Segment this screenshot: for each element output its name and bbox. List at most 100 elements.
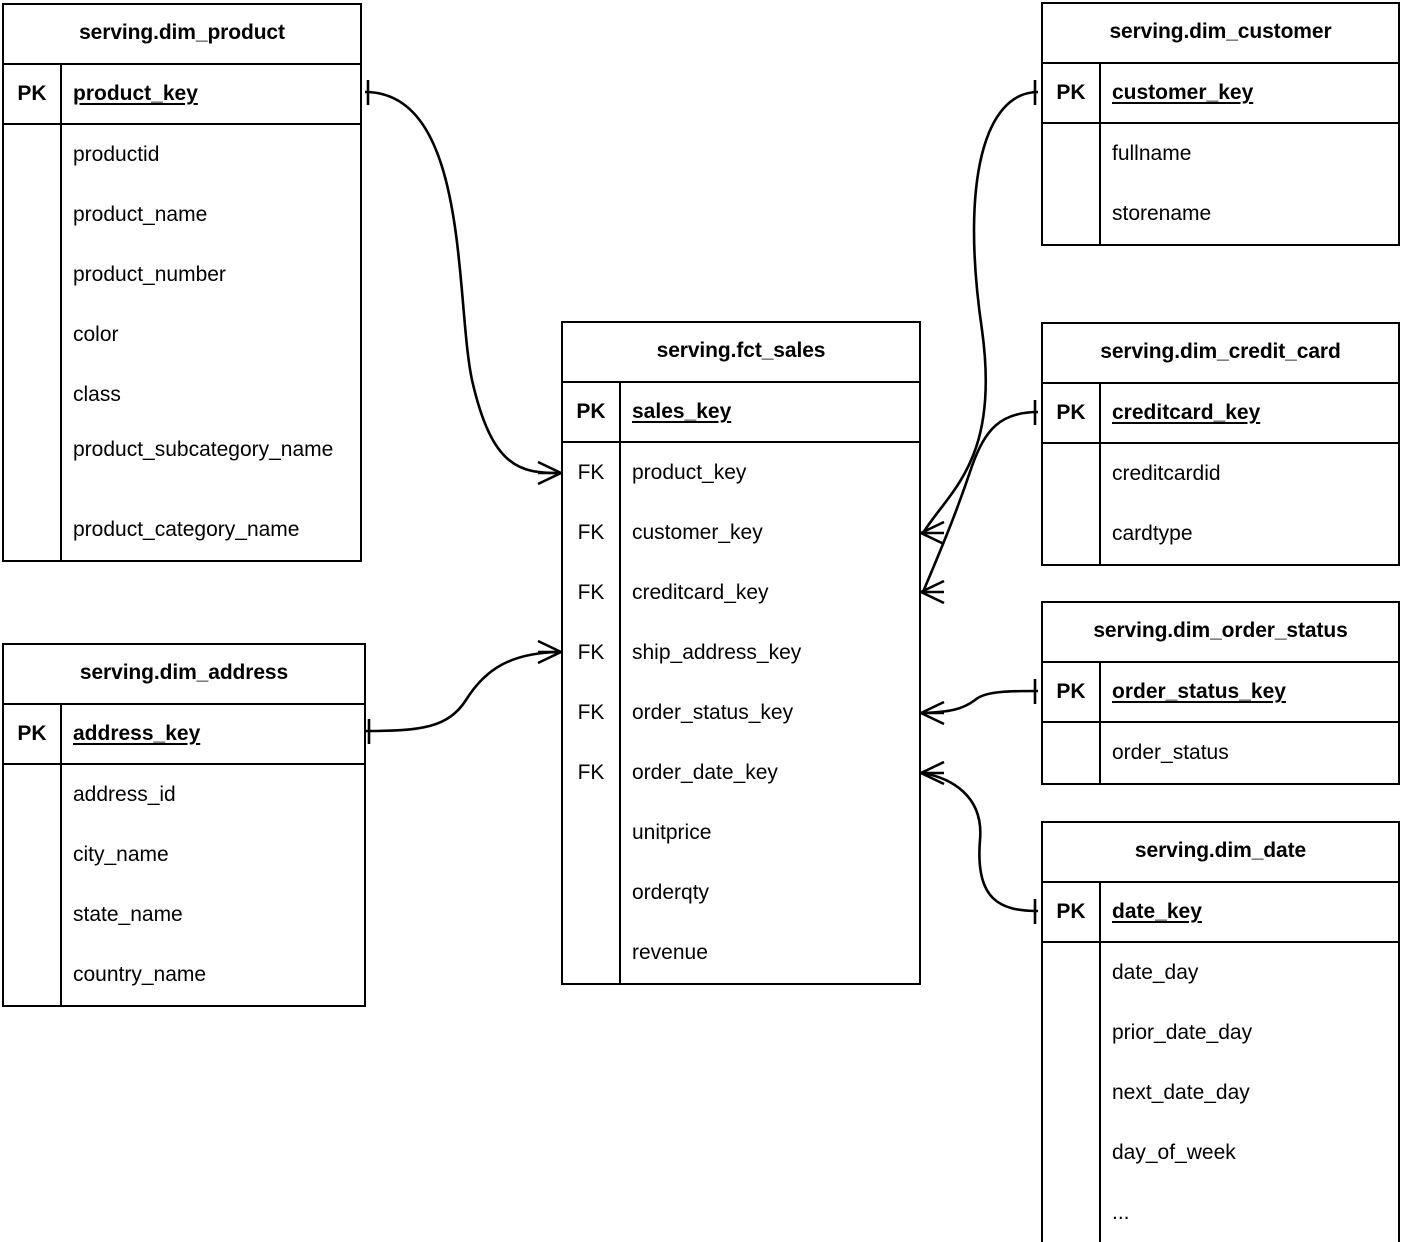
attribute-name: customer_key bbox=[632, 521, 763, 544]
crowfoot-many-product bbox=[537, 460, 562, 486]
attribute-marker-column bbox=[1043, 943, 1101, 1242]
attribute-name: city_name bbox=[73, 843, 169, 866]
attribute-name-column: creditcardid cardtype bbox=[1101, 444, 1398, 564]
entity-dim-customer[interactable]: serving.dim_customer PK customer_key ful… bbox=[1041, 2, 1400, 246]
fk-marker: FK bbox=[577, 461, 605, 484]
fk-marker: FK bbox=[577, 581, 605, 604]
attribute-marker bbox=[4, 425, 60, 500]
attribute-marker bbox=[563, 803, 619, 863]
attribute-name: class bbox=[73, 383, 121, 406]
pk-marker: PK bbox=[1043, 384, 1101, 442]
relationship-customer-sales bbox=[920, 80, 1039, 546]
attribute-name: order_status bbox=[1112, 741, 1229, 764]
crowfoot-many-orderstatus bbox=[920, 700, 945, 726]
pk-name: date_key bbox=[1112, 900, 1202, 923]
entity-dim-address[interactable]: serving.dim_address PK address_key addre… bbox=[2, 643, 366, 1007]
pk-marker: PK bbox=[1043, 883, 1101, 941]
entity-dim-credit-card[interactable]: serving.dim_credit_card PK creditcard_ke… bbox=[1041, 322, 1400, 566]
attribute-marker bbox=[4, 365, 60, 425]
attribute-name: product_category_name bbox=[73, 518, 300, 541]
relationship-orderstatus-sales bbox=[920, 679, 1039, 726]
attribute-marker bbox=[1043, 1123, 1099, 1183]
entity-title-dim-customer: serving.dim_customer bbox=[1043, 4, 1398, 64]
attribute-name: creditcardid bbox=[1112, 462, 1221, 485]
attribute-name: product_key bbox=[632, 461, 747, 484]
crowfoot-many-customer bbox=[920, 520, 945, 546]
entity-fct-sales[interactable]: serving.fct_sales PK sales_key FK FK FK … bbox=[561, 321, 921, 985]
pk-marker: PK bbox=[4, 65, 62, 123]
attribute-marker bbox=[4, 885, 60, 945]
attribute-marker bbox=[1043, 184, 1099, 244]
crowfoot-many-date bbox=[920, 760, 945, 786]
pk-row-dim-credit-card: PK creditcard_key bbox=[1043, 384, 1398, 444]
pk-row-dim-customer: PK customer_key bbox=[1043, 64, 1398, 124]
attribute-marker bbox=[1043, 1183, 1099, 1242]
attribute-name: day_of_week bbox=[1112, 1141, 1236, 1164]
attribute-name: fullname bbox=[1112, 142, 1192, 165]
crowfoot-many-creditcard bbox=[920, 579, 945, 605]
pk-marker: PK bbox=[1043, 663, 1101, 721]
attribute-name: date_day bbox=[1112, 961, 1199, 984]
attribute-block-dim-order-status: order_status bbox=[1043, 723, 1398, 783]
fk-marker: FK bbox=[577, 701, 605, 724]
entity-title-dim-address: serving.dim_address bbox=[4, 645, 364, 705]
pk-name: order_status_key bbox=[1112, 680, 1286, 703]
pk-row-dim-address: PK address_key bbox=[4, 705, 364, 765]
attribute-name: color bbox=[73, 323, 119, 346]
entity-dim-date[interactable]: serving.dim_date PK date_key date_day pr… bbox=[1041, 821, 1400, 1242]
attribute-marker bbox=[4, 185, 60, 245]
attribute-name-column: address_id city_name state_name country_… bbox=[62, 765, 364, 1005]
attribute-marker bbox=[1043, 444, 1099, 504]
attribute-name: storename bbox=[1112, 202, 1212, 225]
pk-name: creditcard_key bbox=[1112, 401, 1261, 424]
attribute-marker-column bbox=[1043, 444, 1101, 564]
attribute-marker bbox=[1043, 1003, 1099, 1063]
attribute-marker bbox=[1043, 1063, 1099, 1123]
entity-title-dim-product: serving.dim_product bbox=[4, 5, 360, 65]
attribute-marker bbox=[4, 125, 60, 185]
attribute-marker bbox=[1043, 723, 1099, 783]
pk-marker: PK bbox=[4, 705, 62, 763]
attribute-name: product_number bbox=[73, 263, 226, 286]
attribute-block-dim-address: address_id city_name state_name country_… bbox=[4, 765, 364, 1005]
attribute-block-dim-product: productid product_name product_number co… bbox=[4, 125, 360, 560]
entity-title-dim-date: serving.dim_date bbox=[1043, 823, 1398, 883]
attribute-marker bbox=[563, 863, 619, 923]
pk-name: sales_key bbox=[632, 400, 732, 423]
attribute-marker bbox=[4, 825, 60, 885]
pk-row-dim-product: PK product_key bbox=[4, 65, 360, 125]
attribute-name-column: product_key customer_key creditcard_key … bbox=[621, 443, 919, 983]
attribute-marker-column bbox=[1043, 723, 1101, 783]
crowfoot-many-address bbox=[537, 639, 562, 665]
attribute-block-fct-sales: FK FK FK FK FK FK product_key customer_k… bbox=[563, 443, 919, 983]
pk-row-dim-date: PK date_key bbox=[1043, 883, 1398, 943]
attribute-block-dim-customer: fullname storename bbox=[1043, 124, 1398, 244]
attribute-marker-column bbox=[4, 765, 62, 1005]
attribute-name-column: fullname storename bbox=[1101, 124, 1398, 244]
attribute-name: unitprice bbox=[632, 821, 712, 844]
attribute-name: state_name bbox=[73, 903, 183, 926]
attribute-name: creditcard_key bbox=[632, 581, 769, 604]
attribute-block-dim-date: date_day prior_date_day next_date_day da… bbox=[1043, 943, 1398, 1242]
attribute-name: product_name bbox=[73, 203, 208, 226]
fk-marker: FK bbox=[577, 521, 605, 544]
attribute-marker bbox=[1043, 943, 1099, 1003]
entity-dim-product[interactable]: serving.dim_product PK product_key produ… bbox=[2, 3, 362, 562]
relationship-product-sales bbox=[364, 80, 562, 486]
attribute-name: country_name bbox=[73, 963, 207, 986]
attribute-name-column: date_day prior_date_day next_date_day da… bbox=[1101, 943, 1398, 1242]
fk-marker: FK bbox=[577, 761, 605, 784]
attribute-marker bbox=[4, 245, 60, 305]
attribute-name: cardtype bbox=[1112, 522, 1193, 545]
pk-name: address_key bbox=[73, 722, 201, 745]
attribute-marker bbox=[1043, 504, 1099, 564]
pk-row-fct-sales: PK sales_key bbox=[563, 383, 919, 443]
attribute-name: product_subcategory_name bbox=[73, 438, 334, 461]
attribute-marker-column bbox=[1043, 124, 1101, 244]
attribute-marker bbox=[4, 305, 60, 365]
attribute-name-column: productid product_name product_number co… bbox=[62, 125, 360, 560]
pk-row-dim-order-status: PK order_status_key bbox=[1043, 663, 1398, 723]
attribute-marker bbox=[4, 765, 60, 825]
entity-dim-order-status[interactable]: serving.dim_order_status PK order_status… bbox=[1041, 601, 1400, 785]
entity-title-fct-sales: serving.fct_sales bbox=[563, 323, 919, 383]
